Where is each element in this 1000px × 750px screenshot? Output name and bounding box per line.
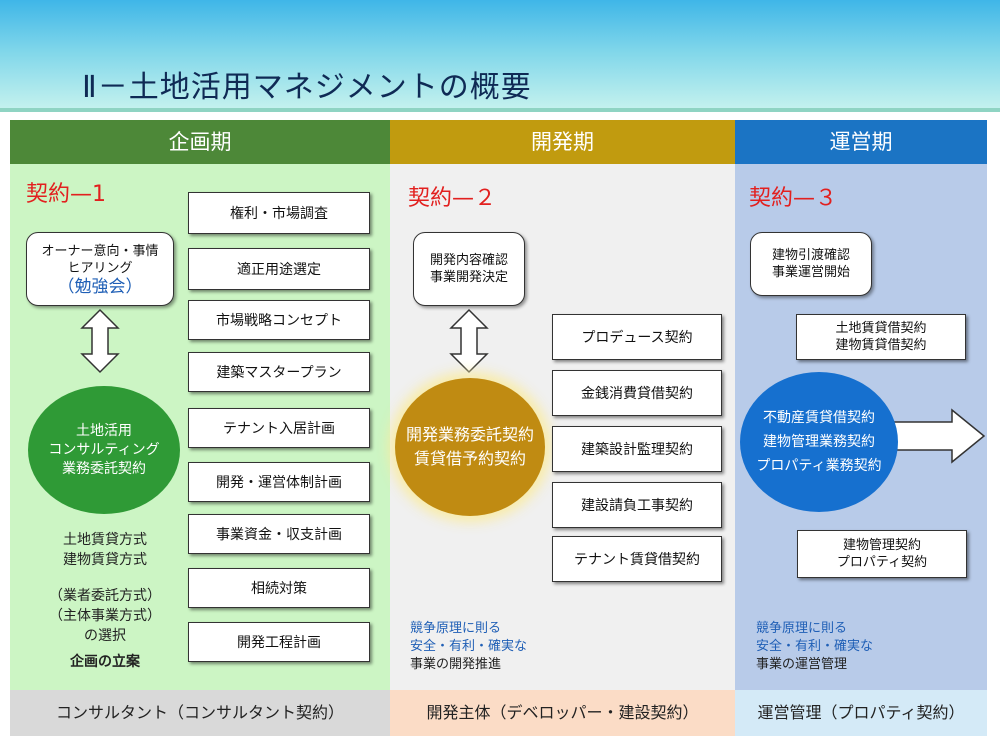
title-rule xyxy=(0,108,1000,112)
lease-method-1: 土地賃貸方式 xyxy=(63,532,147,548)
planning-footer: コンサルタント（コンサルタント契約） xyxy=(10,690,390,736)
development-note-line-1: 競争原理に則る xyxy=(410,621,502,636)
development-contract-3: 建築設計監理契約 xyxy=(552,426,722,472)
operation-circle-line-2: 建物管理業務契約 xyxy=(763,434,875,450)
management-contract-line-1: 建物管理契約 xyxy=(842,538,921,553)
operation-note-line-2: 安全・有利・確実な xyxy=(756,639,874,654)
contract-1-label: 契約—1 xyxy=(26,182,106,207)
management-contract-line-2: プロパティ契約 xyxy=(836,555,928,570)
business-option-1: （業者委託方式） xyxy=(49,588,161,604)
development-note: 競争原理に則る 安全・有利・確実な 事業の開発推進 xyxy=(410,620,610,674)
planning-double-arrow-icon xyxy=(80,308,120,374)
consulting-contract-circle: 土地活用 コンサルティング 業務委託契約 xyxy=(28,386,180,514)
title-band xyxy=(0,0,1000,112)
development-confirm-line-2: 事業開発決定 xyxy=(429,270,508,285)
operation-confirm-line-2: 事業運営開始 xyxy=(771,265,850,280)
management-contracts-box: 建物管理契約 プロパティ契約 xyxy=(797,530,967,578)
study-session-note: （勉強会） xyxy=(57,276,143,297)
lease-contracts-box: 土地賃貸借契約 建物賃貸借契約 xyxy=(796,314,966,360)
operation-note-line-3: 事業の運営管理 xyxy=(756,657,848,672)
owner-hearing-line-2: ヒアリング xyxy=(67,260,133,276)
planning-item-5: テナント入居計画 xyxy=(188,408,370,448)
development-phase-header: 開発期 xyxy=(390,120,735,164)
planning-item-7: 事業資金・収支計画 xyxy=(188,514,370,554)
operation-footer: 運営管理（プロパティ契約） xyxy=(735,690,987,736)
planning-item-6: 開発・運営体制計画 xyxy=(188,462,370,502)
development-confirm-box: 開発内容確認 事業開発決定 xyxy=(413,232,525,306)
owner-hearing-line-1: オーナー意向・事情 xyxy=(41,243,159,259)
consulting-circle-line-1: 土地活用 xyxy=(76,422,132,439)
plan-conclusion: 企画の立案 xyxy=(70,654,140,670)
planning-phase-header: 企画期 xyxy=(10,120,390,164)
development-confirm-line-1: 開発内容確認 xyxy=(429,253,508,268)
lease-contract-line-1: 土地賃貸借契約 xyxy=(835,321,927,336)
business-option-3: の選択 xyxy=(84,628,126,644)
consulting-circle-line-2: コンサルティング xyxy=(48,441,160,458)
development-circle-line-1: 開発業務委託契約 xyxy=(405,425,534,444)
lease-methods: 土地賃貸方式 建物賃貸方式 xyxy=(20,530,190,570)
consulting-circle-line-3: 業務委託契約 xyxy=(62,460,146,477)
planning-item-9: 開発工程計画 xyxy=(188,622,370,662)
operation-circle-line-1: 不動産賃貸借契約 xyxy=(763,410,875,426)
development-contract-1: プロデュース契約 xyxy=(552,314,722,360)
planning-item-2: 適正用途選定 xyxy=(188,248,370,290)
operation-phase-header: 運営期 xyxy=(735,120,987,164)
owner-hearing-box: オーナー意向・事情 ヒアリング （勉強会） xyxy=(26,232,174,306)
operation-circle-line-3: プロパティ業務契約 xyxy=(756,458,882,474)
operation-confirm-box: 建物引渡確認 事業運営開始 xyxy=(750,232,872,296)
operation-note: 競争原理に則る 安全・有利・確実な 事業の運営管理 xyxy=(756,620,956,674)
lease-method-2: 建物賃貸方式 xyxy=(63,552,147,568)
operation-contract-circle: 不動産賃貸借契約 建物管理業務契約 プロパティ業務契約 xyxy=(740,372,898,512)
business-option-2: （主体事業方式） xyxy=(49,608,161,624)
contract-2-label: 契約—２ xyxy=(408,186,497,211)
development-contract-2: 金銭消費貸借契約 xyxy=(552,370,722,416)
planning-item-4: 建築マスタープラン xyxy=(188,352,370,392)
development-contract-circle: 開発業務委託契約 賃貸借予約契約 xyxy=(395,378,545,516)
development-contract-4: 建設請負工事契約 xyxy=(552,482,722,528)
business-options: （業者委託方式） （主体事業方式） の選択 xyxy=(20,586,190,646)
development-contract-5: テナント賃貸借契約 xyxy=(552,536,722,582)
development-footer: 開発主体（デベロッパー・建設契約） xyxy=(390,690,735,736)
development-circle-line-2: 賃貸借予約契約 xyxy=(413,449,526,468)
development-note-line-3: 事業の開発推進 xyxy=(410,657,502,672)
development-note-line-2: 安全・有利・確実な xyxy=(410,639,528,654)
operation-note-line-1: 競争原理に則る xyxy=(756,621,848,636)
planning-item-8: 相続対策 xyxy=(188,568,370,608)
development-double-arrow-icon xyxy=(449,308,489,374)
contract-3-label: 契約—３ xyxy=(749,186,838,211)
operation-confirm-line-1: 建物引渡確認 xyxy=(771,248,850,263)
slide-title: Ⅱ－土地活用マネジメントの概要 xyxy=(82,70,532,105)
planning-item-3: 市場戦略コンセプト xyxy=(188,300,370,340)
lease-contract-line-2: 建物賃貸借契約 xyxy=(835,338,927,353)
planning-item-1: 権利・市場調査 xyxy=(188,192,370,234)
